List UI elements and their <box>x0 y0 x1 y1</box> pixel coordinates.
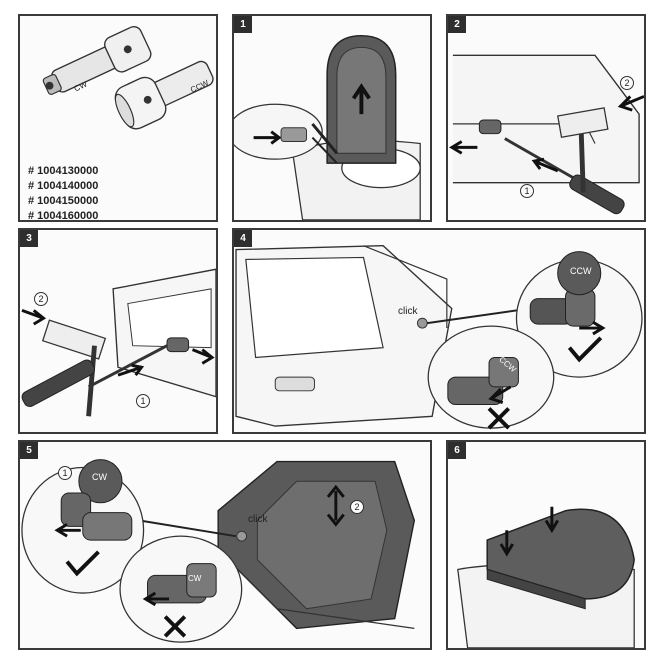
click-label: click <box>248 514 268 525</box>
step-number: 3 <box>20 230 38 247</box>
step-number: 5 <box>20 442 38 459</box>
panel-step-1: 1 <box>232 14 432 222</box>
step-circle-1: 1 <box>58 466 72 480</box>
click-label: click <box>398 306 418 317</box>
label-ccw: CCW <box>570 266 592 276</box>
lift-seat-illustration <box>234 34 421 220</box>
part-number: # 1004160000 <box>28 210 99 222</box>
part-number: # 1004140000 <box>28 180 99 192</box>
hinge-parts-illustration <box>42 26 214 130</box>
panel-step-5: 5 click 1 2 CW CW <box>18 440 432 650</box>
part-number: # 1004130000 <box>28 165 99 177</box>
panel-step-2: 2 1 2 <box>446 14 646 222</box>
step-number: 2 <box>448 16 466 33</box>
step-circle-2: 2 <box>620 76 634 90</box>
part-number: # 1004150000 <box>28 195 99 207</box>
step-number: 6 <box>448 442 466 459</box>
hammer-in-illustration <box>21 268 216 417</box>
part-number-list: # 1004130000 # 1004140000 # 1004150000 #… <box>28 164 99 222</box>
closed-seat-illustration <box>457 506 635 648</box>
step-number: 1 <box>234 16 252 33</box>
panel-parts: CW CCW # 1004130000 # 1004140000 # 10041… <box>18 14 218 222</box>
step-circle-1: 1 <box>136 394 150 408</box>
step-number: 4 <box>234 230 252 247</box>
label-cw-2: CW <box>188 574 202 583</box>
insert-cw-illustration <box>21 459 416 643</box>
label-cw: CW <box>92 472 107 482</box>
step-circle-2: 2 <box>34 292 48 306</box>
panel-step-6: 6 <box>446 440 646 650</box>
hammer-out-illustration <box>449 54 644 215</box>
panel-step-3: 3 1 2 <box>18 228 218 434</box>
step-circle-1: 1 <box>520 184 534 198</box>
insert-ccw-illustration <box>235 244 643 430</box>
panel-step-4: 4 click CCW CCW <box>232 228 646 434</box>
step-circle-2: 2 <box>350 500 364 514</box>
